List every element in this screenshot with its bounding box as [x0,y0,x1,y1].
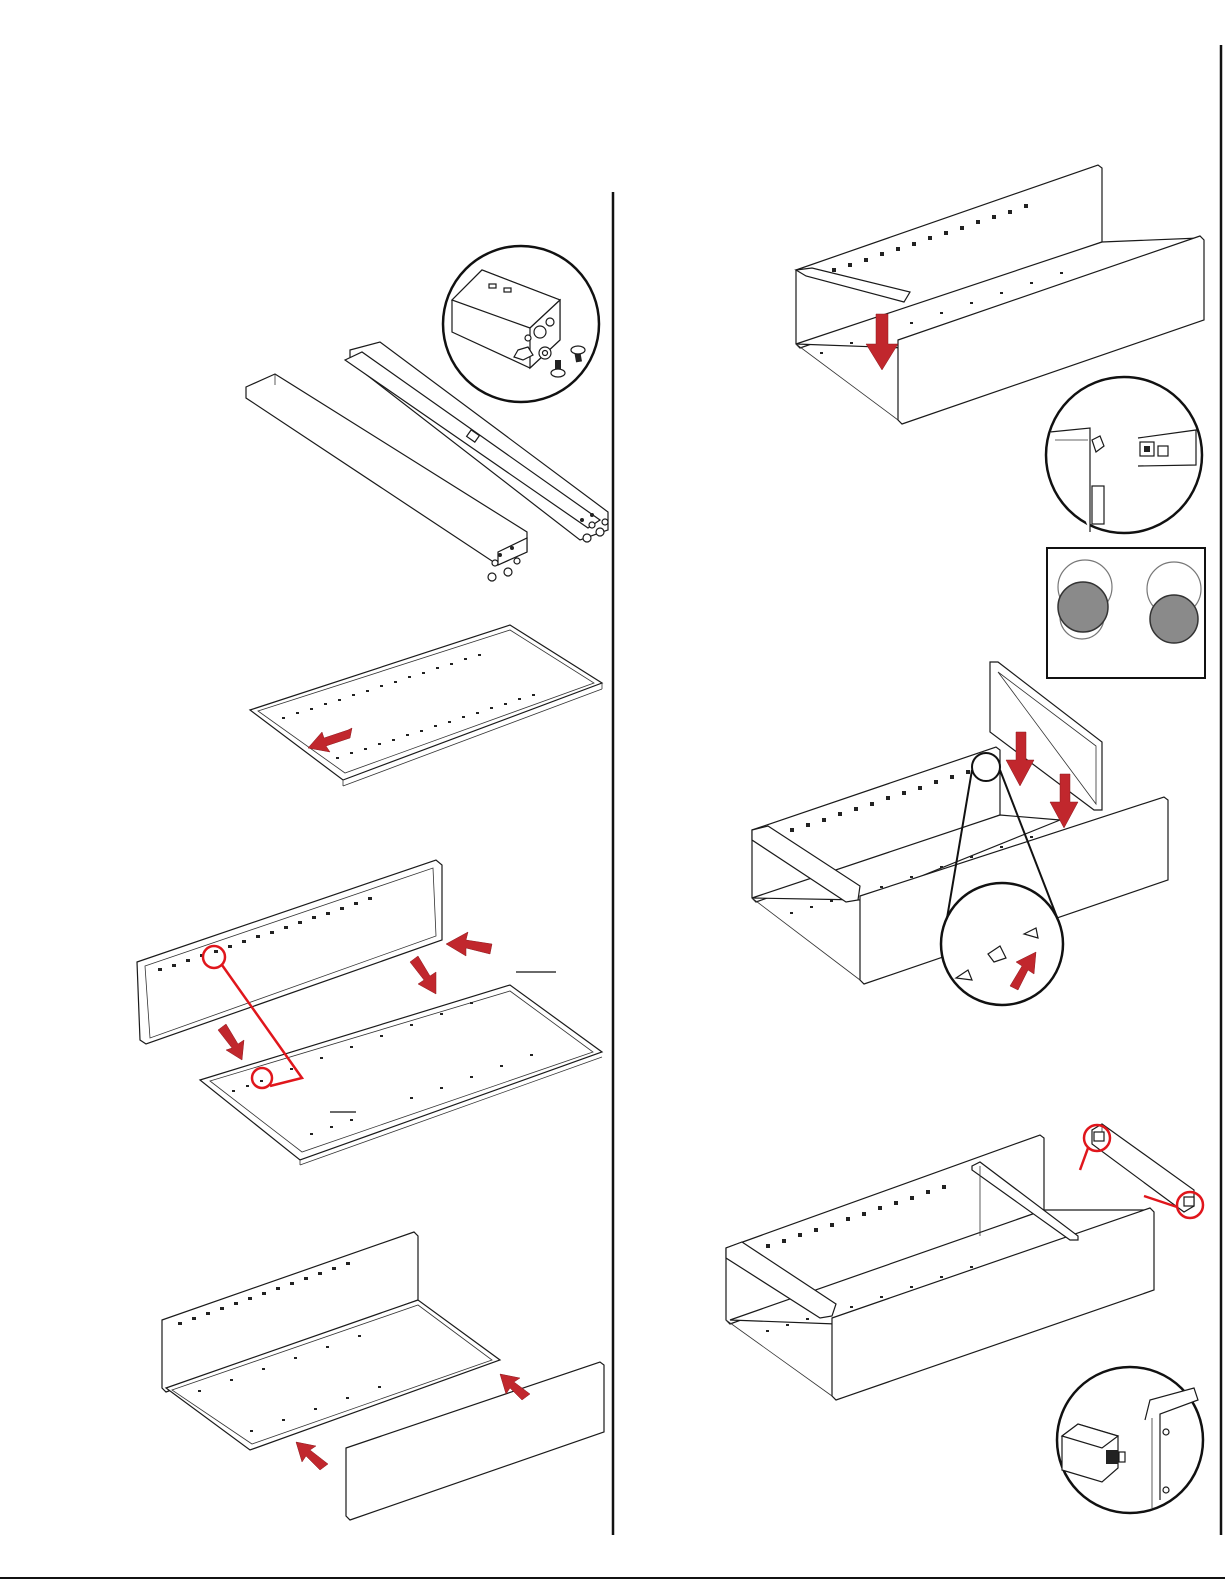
step-front-panel-slide [162,1232,604,1520]
cam-lock-icon [1047,548,1205,678]
step-top-rail-drop [796,165,1204,533]
arrow-front-left [296,1442,328,1470]
arrow-down-mid [410,956,436,994]
clip-detail [1046,377,1202,533]
front-panel-icon [162,1232,604,1520]
step-cross-rail-attach [726,1124,1203,1513]
bracket-detail [1057,1367,1203,1513]
step-rails-with-hardware [246,246,608,581]
rail-end-bolt-detail [443,246,599,402]
bottom-panel-icon [250,625,602,786]
arrow-down-left [218,1024,244,1060]
step-cam-lock-orientation [1047,548,1205,678]
step-bottom-panel [250,625,602,786]
step-back-to-bottom [137,860,602,1165]
step-divider-insert [752,662,1168,1005]
cross-rail-icon [726,1124,1194,1400]
arrow-push-in [446,932,492,956]
back-panel-join-icon [137,860,602,1165]
